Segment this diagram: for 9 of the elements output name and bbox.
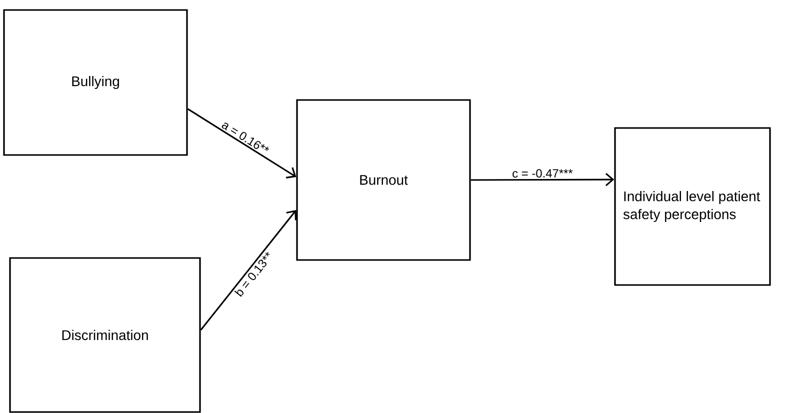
box: Discrimination [9, 257, 201, 413]
arrow [200, 210, 297, 330]
edge-label: c = -0.47*** [512, 169, 573, 178]
box: Individual level patient safety perceptions [614, 127, 771, 286]
box: Burnout [296, 99, 471, 261]
arrow [187, 108, 296, 178]
edge-label: a = 0.16** [222, 122, 269, 151]
arrow [470, 172, 614, 186]
box: Bullying [3, 9, 188, 156]
